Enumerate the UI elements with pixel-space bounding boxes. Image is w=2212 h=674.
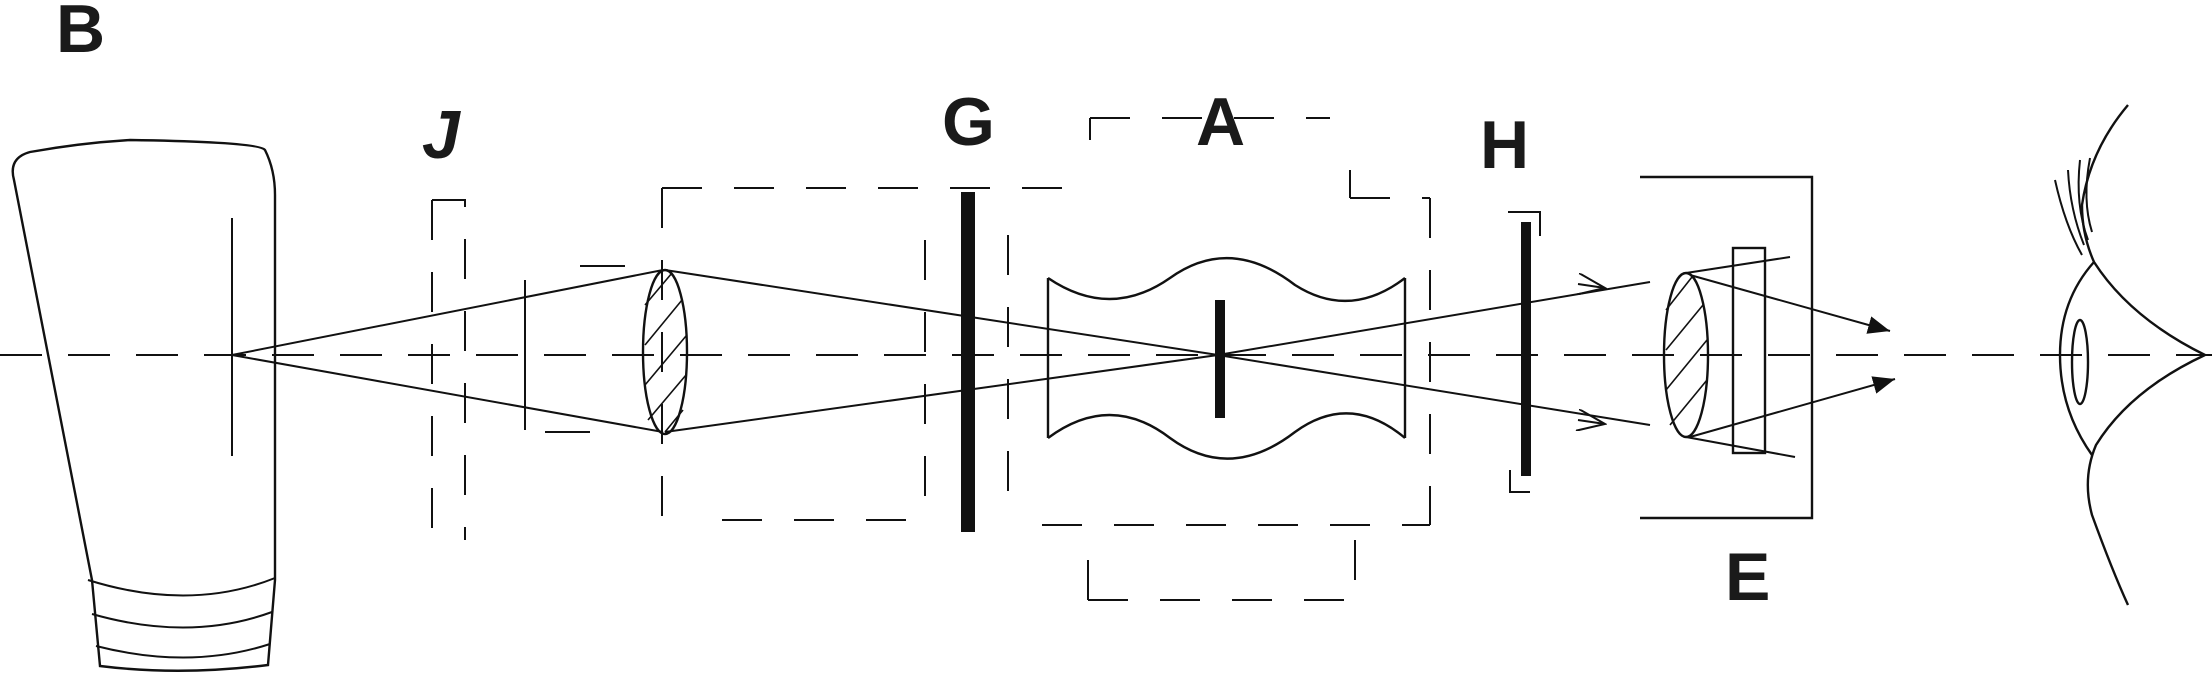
- filter-h: [1508, 211, 1541, 493]
- output-rays: [1689, 274, 1896, 438]
- label-b: B: [56, 0, 105, 67]
- lens-group-frame: [661, 187, 1080, 525]
- ray-cone-source: [231, 269, 664, 433]
- label-j: J: [422, 97, 461, 173]
- label-h: H: [1480, 107, 1529, 183]
- eyepiece-frame-e: [1640, 175, 1814, 520]
- eyepiece-lens: [1662, 246, 1796, 458]
- label-g: G: [942, 84, 995, 160]
- module-j-frame: [431, 199, 625, 540]
- label-e: E: [1725, 539, 1770, 615]
- converging-rays: [664, 269, 1651, 433]
- chamber-a-frame: [1042, 117, 1431, 601]
- condenser-lens: [641, 268, 689, 436]
- beam-arrows: [1578, 284, 1605, 424]
- observer-eye: [2054, 104, 2206, 606]
- label-a: A: [1196, 84, 1245, 160]
- light-source-housing: [11, 138, 277, 672]
- sample-chamber-a: [1046, 256, 1407, 460]
